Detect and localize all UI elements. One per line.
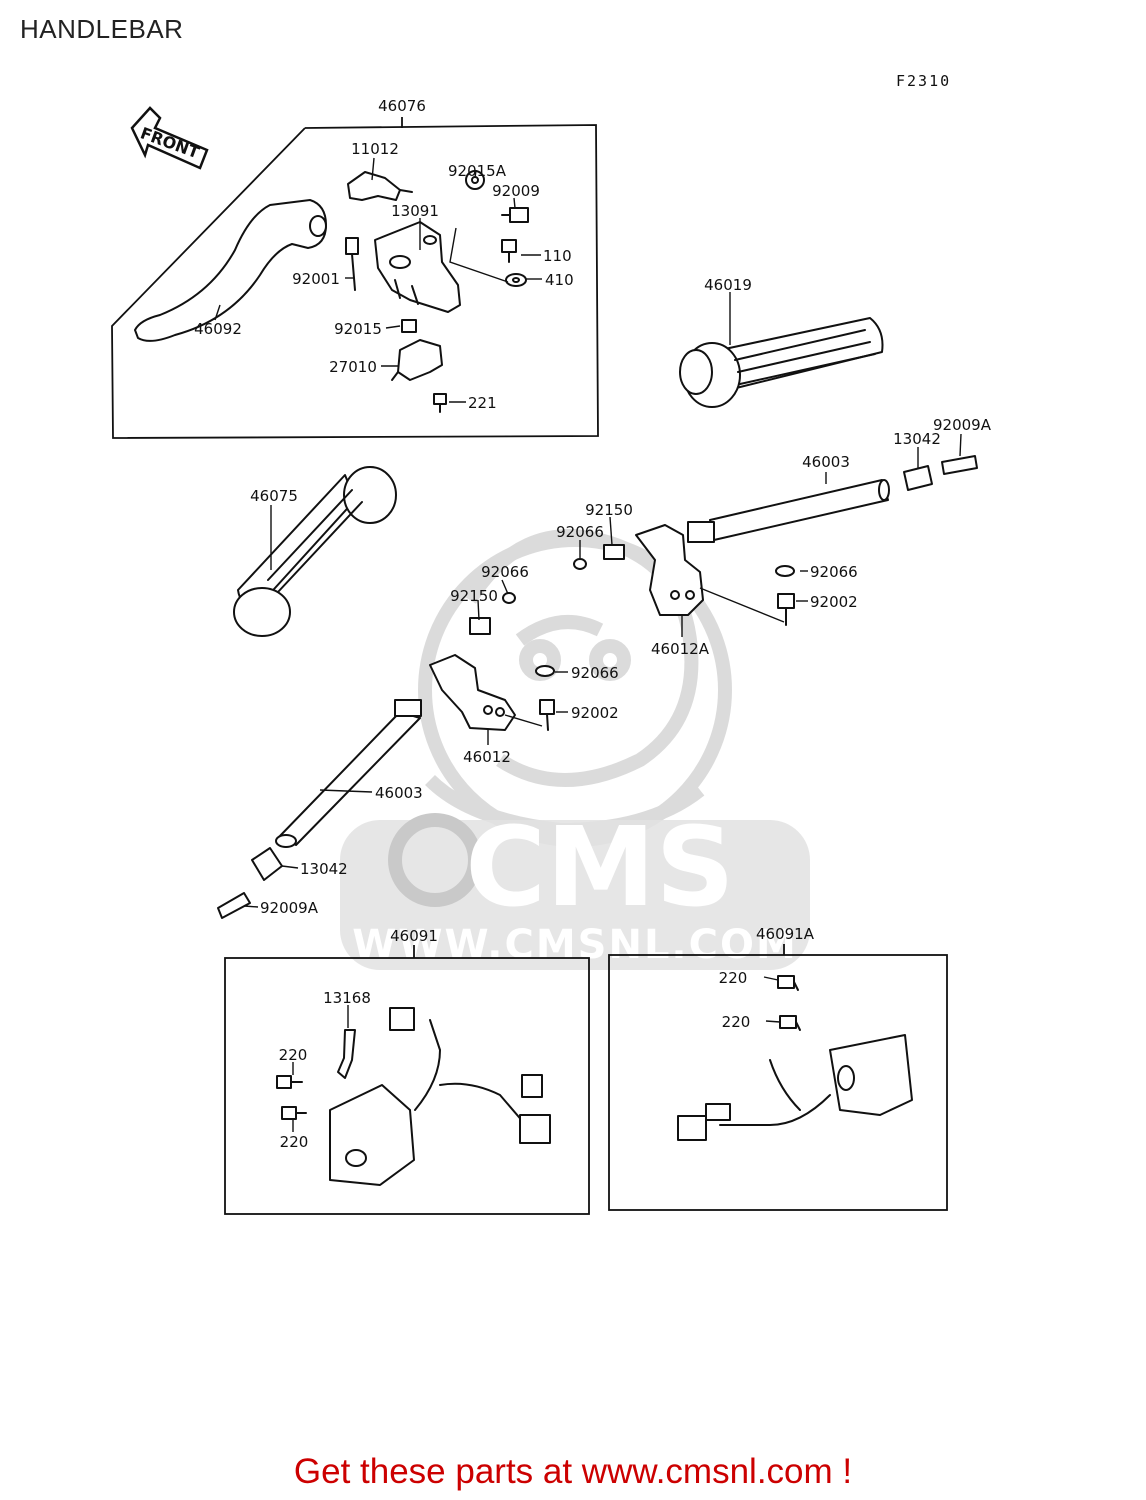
part-label: 92150 <box>585 501 633 519</box>
screw-220-c-drawing <box>777 975 799 991</box>
bar-end-screw-right-drawing <box>941 455 978 475</box>
part-label: 46092 <box>194 320 242 338</box>
part-labels: 46076 11012 92015A 92009 13091 110 92001… <box>194 97 992 1151</box>
washer-92066-b-drawing <box>775 565 795 577</box>
watermark-brand: CMS <box>465 803 734 931</box>
handlebar-right-drawing <box>687 479 890 543</box>
figure-code: F2310 <box>896 72 952 90</box>
clip-13168-drawing <box>337 1029 356 1079</box>
washer-92066-d-drawing <box>535 665 555 677</box>
part-label: 46012 <box>463 748 511 766</box>
nut-92015-drawing <box>401 319 417 333</box>
part-label: 220 <box>279 1046 308 1064</box>
left-switch-drawing <box>329 1007 551 1186</box>
holder-right-drawing <box>635 524 704 616</box>
part-label: 46019 <box>704 276 752 294</box>
brake-switch-drawing <box>391 339 443 381</box>
left-grip-drawing <box>233 466 397 637</box>
pivot-bolt-drawing <box>345 237 359 291</box>
screw-221-drawing <box>433 393 447 413</box>
screw-92150-left-drawing <box>469 617 491 635</box>
lever-clamp-drawing <box>374 221 461 313</box>
bolt-92002-left-drawing <box>539 699 555 731</box>
leader-lines <box>214 157 962 1132</box>
part-label: 46091 <box>390 927 438 945</box>
clamp-cap-drawing <box>347 171 413 201</box>
washer-410-drawing <box>505 273 527 287</box>
screw-92009-drawing <box>501 207 529 223</box>
switch-left-frame <box>224 945 590 1215</box>
handlebar-left-drawing <box>275 699 422 848</box>
bolt-92002-right-drawing <box>777 593 795 626</box>
bar-end-right-drawing <box>903 465 933 491</box>
part-label: 27010 <box>329 358 377 376</box>
part-label: 110 <box>543 247 572 265</box>
part-label: 92015 <box>334 320 382 338</box>
part-label: 92009A <box>260 899 319 917</box>
washer-92066-a-drawing <box>573 558 587 570</box>
part-label: 92002 <box>810 593 858 611</box>
bar-end-left-drawing <box>251 847 283 881</box>
washer-92066-c-drawing <box>502 592 516 604</box>
part-label: 92009A <box>933 416 992 434</box>
front-arrow-label: FRONT <box>138 123 202 162</box>
part-label: 92066 <box>556 523 604 541</box>
front-arrow: FRONT <box>130 106 209 170</box>
part-label: 46091A <box>756 925 815 943</box>
part-label: 46003 <box>802 453 850 471</box>
part-label: 46012A <box>651 640 710 658</box>
screw-220-d-drawing <box>779 1015 801 1031</box>
screw-220-b-drawing <box>281 1106 307 1120</box>
switch-right-frame <box>608 944 948 1211</box>
part-label: 92150 <box>450 587 498 605</box>
part-label: 220 <box>280 1133 309 1151</box>
cms-watermark-badge: CMS WWW.CMSNL.COM <box>340 803 810 970</box>
part-label: 92066 <box>481 563 529 581</box>
footer-link-text[interactable]: Get these parts at www.cmsnl.com ! <box>293 1452 853 1491</box>
part-label: 92001 <box>292 270 340 288</box>
brake-lever-drawing <box>134 199 327 342</box>
watermark-url: WWW.CMSNL.COM <box>352 922 798 968</box>
holder-left-drawing <box>429 654 516 731</box>
part-label: 410 <box>545 271 574 289</box>
part-label: 220 <box>722 1013 751 1031</box>
screw-92150-right-drawing <box>603 544 625 560</box>
screw-110-drawing <box>501 239 517 263</box>
part-label: 46003 <box>375 784 423 802</box>
part-label: 13042 <box>300 860 348 878</box>
part-label: 92002 <box>571 704 619 722</box>
part-label: 221 <box>468 394 497 412</box>
part-label: 46076 <box>378 97 426 115</box>
bar-end-screw-left-drawing <box>217 892 251 919</box>
part-label: 13091 <box>391 202 439 220</box>
throttle-grip-drawing <box>679 317 884 408</box>
part-label: 92066 <box>571 664 619 682</box>
part-label: 13168 <box>323 989 371 1007</box>
part-label: 92009 <box>492 182 540 200</box>
part-label: 220 <box>719 969 748 987</box>
screw-220-a-drawing <box>276 1075 303 1089</box>
lever-assembly-frame <box>111 117 599 439</box>
part-label: 11012 <box>351 140 399 158</box>
part-label: 92066 <box>810 563 858 581</box>
right-switch-drawing <box>677 1034 913 1141</box>
part-label: 92015A <box>448 162 507 180</box>
part-label: 13042 <box>893 430 941 448</box>
page-title: HANDLEBAR <box>20 14 184 44</box>
part-label: 46075 <box>250 487 298 505</box>
